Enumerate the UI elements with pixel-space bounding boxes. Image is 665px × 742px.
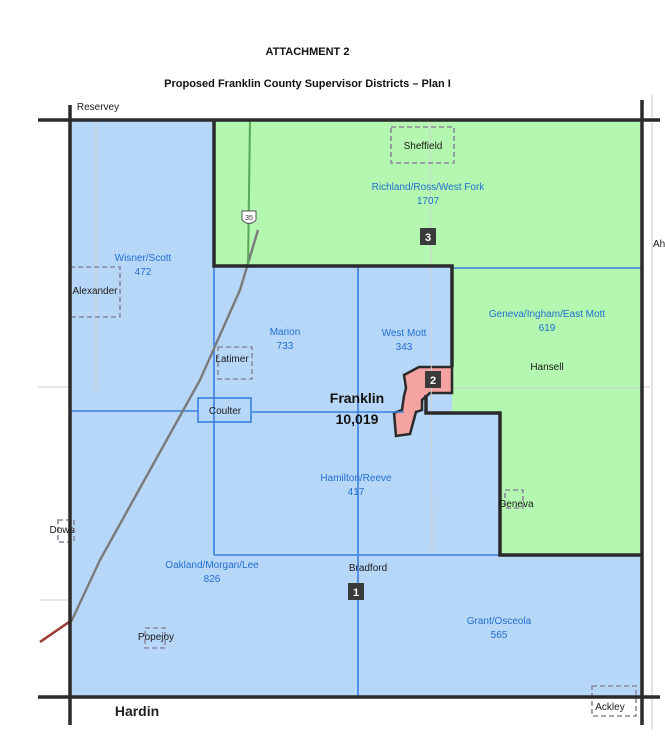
district-1-marker — [348, 583, 364, 600]
county-label: Hardin — [115, 703, 159, 719]
township-population: 343 — [396, 342, 413, 353]
township-name: Marion — [270, 327, 301, 338]
district-1-label: 1 — [353, 587, 359, 599]
township-name: Geneva/Ingham/East Mott — [489, 309, 605, 320]
township-name: Wisner/Scott — [115, 253, 172, 264]
place-label: Sheffield — [404, 141, 443, 152]
place-boundaries — [57, 126, 637, 717]
place-label: Alexander — [72, 286, 118, 297]
township-name: Oakland/Morgan/Lee — [165, 560, 259, 571]
district-boundaries — [38, 100, 660, 725]
place-label: Coulter — [209, 406, 242, 417]
township-population: 733 — [277, 341, 294, 352]
map-title: Proposed Franklin County Supervisor Dist… — [164, 78, 451, 90]
place-label: Popejoy — [138, 632, 174, 643]
district-3-label: 3 — [425, 232, 431, 244]
township-lines — [70, 266, 642, 697]
district-3-north-area — [214, 120, 642, 268]
place-label: Bradford — [349, 563, 387, 574]
district-3-marker — [420, 228, 436, 245]
district-2-marker — [425, 371, 441, 388]
place-label: Hansell — [530, 362, 563, 373]
township-population: 1707 — [417, 196, 440, 207]
township-name: Grant/Osceola — [467, 616, 532, 627]
township-population: 565 — [491, 630, 508, 641]
township-labels: Richland/Ross/West Fork 1707 Wisner/Scot… — [115, 182, 606, 641]
township-name: Hamilton/Reeve — [320, 473, 392, 484]
township-population: 826 — [204, 574, 221, 585]
district-markers: 1 2 3 — [348, 228, 441, 600]
place-label: Dows — [49, 525, 74, 536]
township-name: Richland/Ross/West Fork — [372, 182, 486, 193]
highway-shield: 35 — [241, 210, 257, 224]
county-seat-label: Franklin 10,019 — [330, 390, 384, 427]
place-label: Latimer — [215, 354, 249, 365]
highway-number: 35 — [245, 215, 253, 222]
place-label: Reservey — [77, 102, 119, 113]
district-3-east-area — [452, 268, 642, 555]
township-name: West Mott — [382, 328, 427, 339]
township-population: 472 — [135, 267, 152, 278]
township-population: 619 — [539, 323, 556, 334]
township-population: 417 — [348, 487, 365, 498]
place-label: Ackley — [595, 702, 624, 713]
county-seat-population: 10,019 — [336, 411, 379, 427]
roads — [39, 119, 640, 643]
place-label: Ah — [653, 239, 665, 250]
attachment-heading: ATTACHMENT 2 — [265, 46, 350, 58]
place-label: Geneva — [498, 499, 533, 510]
county-seat-name: Franklin — [330, 390, 384, 406]
place-labels: Sheffield Alexander Latimer Coulter Hans… — [49, 102, 665, 713]
district-2-label: 2 — [430, 375, 436, 387]
